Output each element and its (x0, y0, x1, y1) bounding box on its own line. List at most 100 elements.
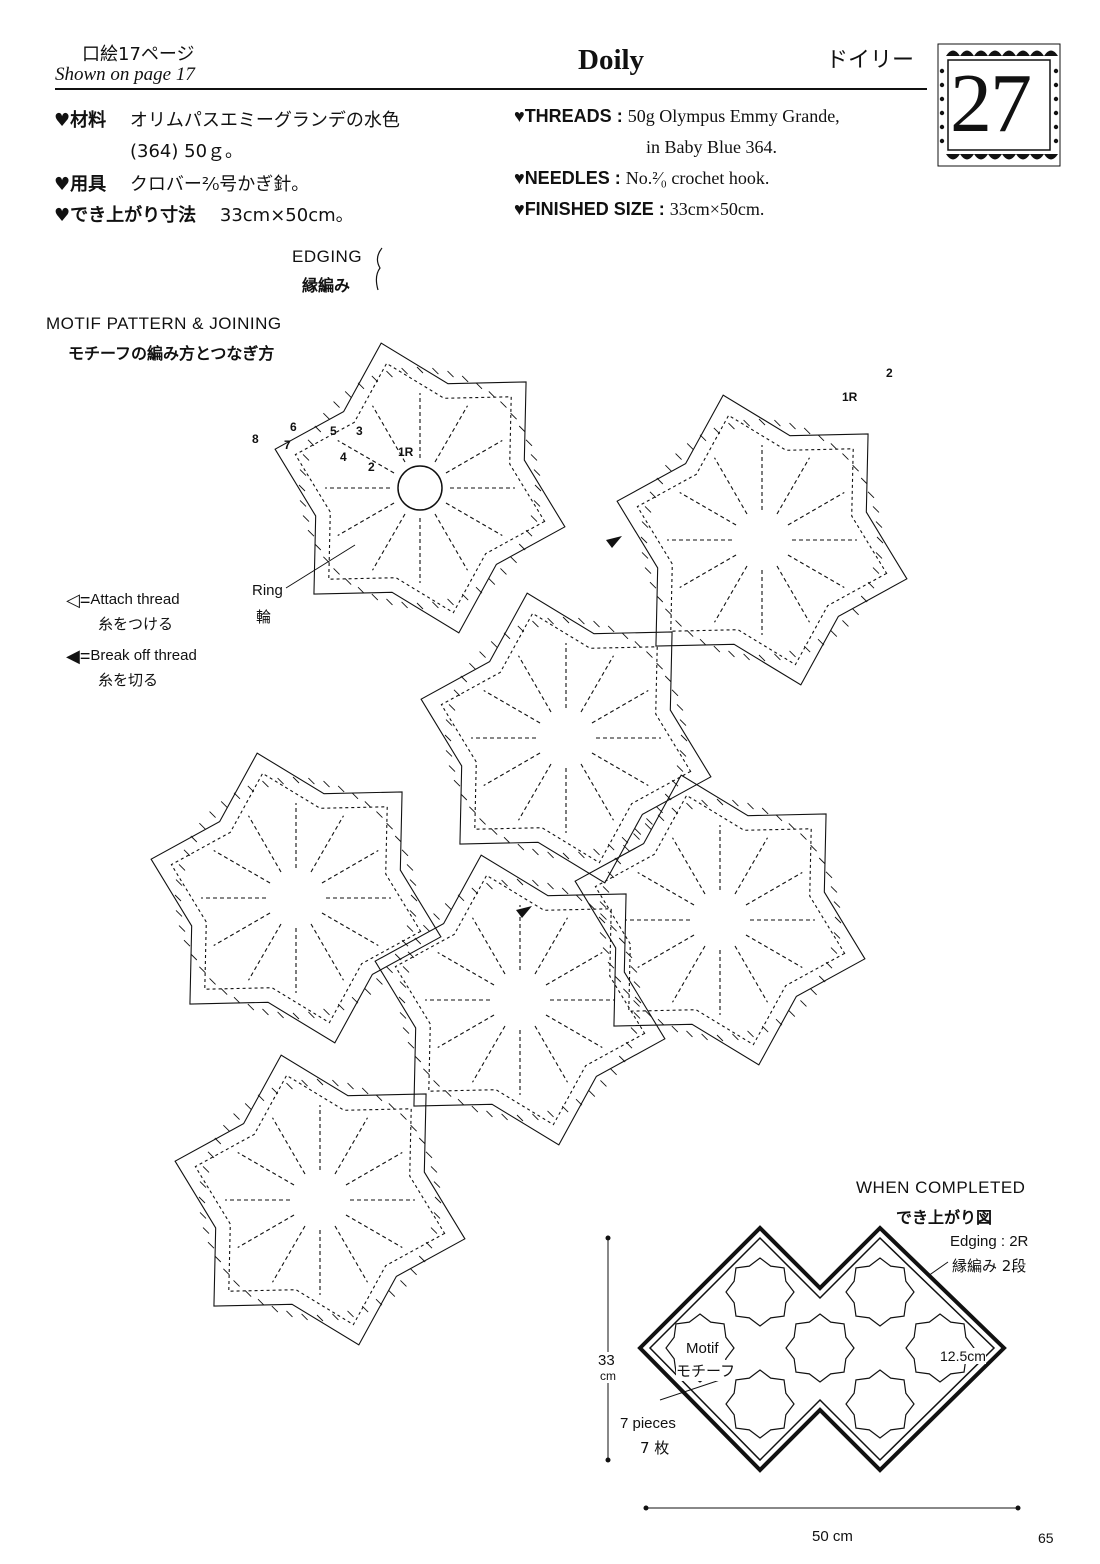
ring-label-jp: 輪 (256, 606, 271, 627)
stitch-mark (431, 1228, 437, 1234)
stitch-mark (645, 1011, 651, 1017)
stitch-mark (518, 844, 524, 850)
stitch-mark (672, 1026, 678, 1032)
stitch-mark (395, 954, 401, 960)
stitch-mark (635, 829, 641, 835)
stitch-mark (200, 1182, 206, 1188)
edging-rounds-label: Edging : 2R (950, 1233, 1028, 1250)
stitch-mark (403, 1028, 409, 1034)
round-number-5: 5 (330, 424, 337, 438)
stitch-mark (376, 812, 382, 818)
stitch-mark (199, 823, 205, 829)
stitch-spoke (484, 753, 540, 786)
stitch-mark (608, 872, 614, 878)
stitch-mark (299, 485, 305, 491)
stitch-mark (348, 1083, 354, 1089)
stitch-mark (389, 1291, 395, 1297)
materials-value-jp: オリムパスエミーグランデの水色 (130, 110, 400, 131)
stitch-mark (338, 1004, 344, 1010)
stitch-mark (402, 602, 408, 608)
stitch-mark (245, 1291, 251, 1297)
stitch-mark (399, 997, 405, 1003)
stitch-mark (657, 596, 663, 602)
stitch-mark (622, 837, 628, 843)
stitch-mark (532, 880, 538, 886)
stitch-mark (835, 917, 841, 923)
stitch-mark (853, 465, 859, 471)
round-number-3: 3 (356, 424, 363, 438)
stitch-mark (445, 1091, 451, 1097)
stitch-spoke (446, 441, 502, 474)
stitch-mark (603, 886, 609, 892)
stitch-mark (599, 917, 605, 923)
stitch-mark (376, 1299, 382, 1305)
stitch-mark (308, 1012, 314, 1018)
motif-inner-round (595, 795, 844, 1044)
stitch-mark (486, 883, 492, 889)
stitch-mark (435, 1197, 441, 1203)
stitch-spoke (373, 514, 406, 570)
stitch-mark (658, 815, 664, 821)
stitch-mark (308, 440, 314, 446)
stitch-mark (665, 609, 671, 615)
stitch-spoke (335, 1226, 368, 1282)
stitch-mark (619, 938, 625, 944)
stitch-mark (646, 652, 652, 658)
stitch-mark (642, 522, 648, 528)
stitch-mark (511, 557, 517, 563)
stitch-mark (191, 836, 197, 842)
stitch-mark (234, 1280, 240, 1286)
stitch-mark (448, 371, 454, 377)
stitch-mark (578, 618, 584, 624)
stitch-mark (223, 1125, 229, 1131)
stitch-spoke (519, 764, 552, 820)
stitch-mark (234, 997, 240, 1003)
stitch-mark (677, 704, 683, 710)
stitch-mark (411, 895, 417, 901)
stitch-mark (645, 568, 651, 574)
stitch-mark (408, 952, 414, 958)
stitch-mark (345, 391, 351, 397)
stitch-mark (831, 443, 837, 449)
motif-size-label: 12.5cm (940, 1348, 986, 1364)
stitch-mark (877, 537, 883, 543)
size-label-jp: ♥でき上がり寸法 (54, 205, 196, 226)
stitch-mark (645, 506, 651, 512)
stitch-mark (199, 967, 205, 973)
lace-dot-icon (940, 83, 944, 87)
stitch-mark (776, 1019, 782, 1025)
lace-scallop-icon (946, 154, 960, 160)
stitch-mark (423, 925, 429, 931)
stitch-mark (826, 962, 832, 968)
stitch-mark (500, 402, 506, 408)
stitch-mark (811, 845, 817, 851)
stitch-spoke (238, 1153, 294, 1186)
lace-scallop-icon (1030, 154, 1044, 160)
stitch-mark (853, 609, 859, 615)
stitch-spoke (788, 555, 844, 588)
stitch-mark (634, 1012, 640, 1018)
motif-inner-round (195, 1075, 444, 1324)
stitch-mark (611, 925, 617, 931)
stitch-mark (432, 602, 438, 608)
stitch-mark (600, 914, 606, 920)
stitch-mark (548, 883, 554, 889)
stitch-mark (732, 1034, 738, 1040)
stitch-mark (615, 858, 621, 864)
stitch-mark (334, 568, 340, 574)
pattern-number: 27 (950, 56, 1030, 152)
stitch-spoke (335, 1118, 368, 1174)
round-number-8: 8 (252, 432, 259, 446)
stitch-mark (403, 966, 409, 972)
stitch-mark (665, 794, 671, 800)
stitch-mark (446, 750, 452, 756)
stitch-mark (608, 626, 614, 632)
stitch-mark (434, 1080, 440, 1086)
stitch-mark (386, 599, 392, 605)
stitch-spoke (746, 935, 802, 968)
stitch-spoke (438, 953, 494, 986)
stitch-mark (179, 864, 185, 870)
stitch-mark (635, 641, 641, 647)
